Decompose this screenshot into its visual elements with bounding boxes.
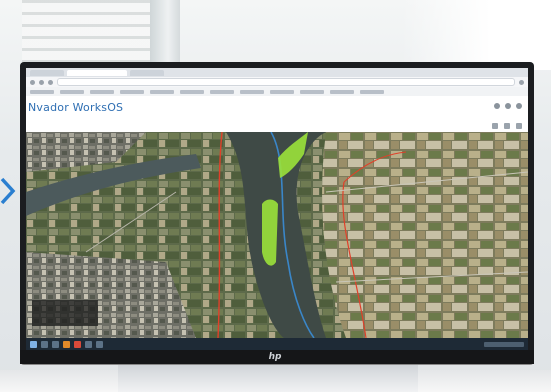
bookmark-item[interactable] [330, 89, 354, 94]
bookmark-item[interactable] [300, 89, 324, 94]
bookmarks-bar [26, 87, 528, 96]
bookmark-item[interactable] [240, 89, 264, 94]
browser-tab-active[interactable] [67, 69, 127, 76]
monitor-screen: Nvador WorksOS [26, 68, 528, 350]
tool-icon[interactable] [492, 123, 498, 129]
pillar [150, 0, 180, 64]
taskbar-app-icon[interactable] [52, 340, 59, 348]
notification-icon[interactable] [505, 103, 511, 109]
taskbar-app-icon[interactable] [74, 340, 81, 348]
monitor-bezel [20, 350, 534, 364]
brand-logo[interactable]: Nvador WorksOS [28, 101, 124, 114]
bookmark-item[interactable] [180, 89, 204, 94]
bookmark-item[interactable] [30, 89, 54, 94]
bookmark-item[interactable] [270, 89, 294, 94]
monitor: Nvador WorksOS [20, 62, 534, 364]
browser-address-bar [26, 77, 528, 87]
settings-icon[interactable] [494, 103, 500, 109]
reload-icon[interactable] [48, 79, 53, 85]
bookmark-item[interactable] [120, 89, 144, 94]
chevron-right-icon [0, 177, 16, 205]
hp-logo: hp [268, 352, 282, 362]
map-toolbar [26, 120, 528, 132]
browser-tab[interactable] [130, 69, 164, 76]
browser-tab[interactable] [30, 69, 64, 76]
taskbar-app-icon[interactable] [41, 340, 48, 348]
start-icon[interactable] [30, 340, 37, 348]
user-icon[interactable] [516, 103, 522, 109]
monitor-stand [118, 364, 418, 392]
bookmark-item[interactable] [90, 89, 114, 94]
system-tray [484, 341, 524, 347]
bookmark-item[interactable] [210, 89, 234, 94]
bookmark-item[interactable] [60, 89, 84, 94]
bookmark-item[interactable] [360, 89, 384, 94]
forward-icon[interactable] [39, 79, 44, 85]
browser-menu-icon[interactable] [519, 79, 524, 85]
map-imagery [26, 132, 528, 338]
taskbar-app-icon[interactable] [63, 340, 70, 348]
map-scale-panel [32, 300, 98, 326]
app-header: Nvador WorksOS [26, 96, 528, 121]
window-light [401, 0, 551, 70]
ceiling-light-panel [22, 0, 152, 62]
browser-tab-bar [26, 68, 528, 77]
back-icon[interactable] [30, 79, 35, 85]
taskbar-app-icon[interactable] [96, 340, 103, 348]
bookmark-item[interactable] [150, 89, 174, 94]
taskbar-app-icon[interactable] [85, 340, 92, 348]
url-field[interactable] [57, 78, 515, 86]
header-actions [494, 103, 522, 109]
tool-icon[interactable] [504, 123, 510, 129]
satellite-map[interactable] [26, 132, 528, 338]
windows-taskbar [26, 338, 528, 350]
tool-icon[interactable] [516, 123, 522, 129]
